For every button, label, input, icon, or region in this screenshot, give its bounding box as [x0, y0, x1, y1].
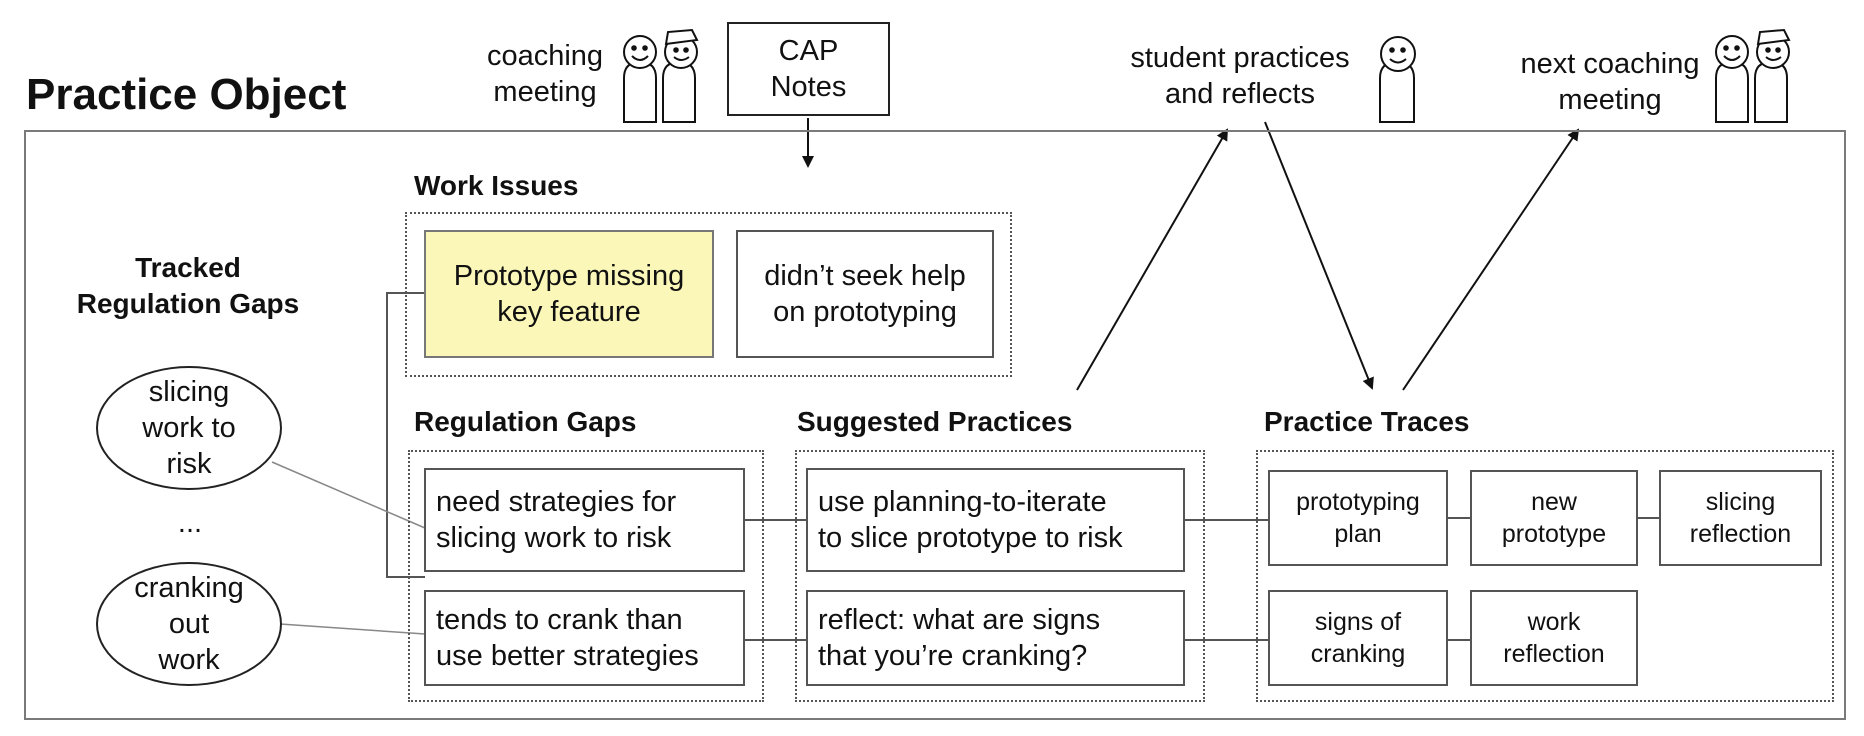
trace-slicing-reflection[interactable]: slicing reflection	[1659, 470, 1822, 566]
regulation-gap-line: need strategies for	[436, 486, 677, 518]
practicing-student-icon	[1379, 36, 1416, 123]
trace-prototyping-plan[interactable]: prototyping plan	[1268, 470, 1448, 566]
trace-line: prototyping	[1296, 488, 1420, 516]
suggested-practices-title: Suggested Practices	[797, 406, 1073, 437]
tracked-gap-line: slicing	[148, 376, 230, 408]
trace-line: slicing	[1705, 488, 1776, 516]
tracked-gap-line: work to	[142, 412, 236, 444]
tracked-gap-line: out	[168, 608, 210, 640]
suggested-practice-reflect[interactable]: reflect: what are signs that you’re cran…	[806, 590, 1185, 686]
coach-figure-icon	[623, 35, 657, 123]
to-traces-arrow	[1264, 121, 1374, 390]
next-coaching-line-2: meeting	[1558, 84, 1662, 116]
tracked-gap-line: cranking	[134, 572, 244, 604]
trace-line: reflection	[1689, 520, 1792, 548]
tracked-gap-line: work	[158, 644, 220, 676]
to-next-coaching-arrow	[1402, 128, 1580, 391]
cap-notes-box: CAP Notes	[727, 22, 890, 116]
coaching-meeting-label: coaching meeting	[470, 38, 620, 110]
trace-line: reflection	[1503, 640, 1605, 668]
suggested-practice-line: to slice prototype to risk	[818, 522, 1123, 554]
regulation-gaps-title: Regulation Gaps	[414, 406, 637, 437]
diagram-title: Practice Object	[26, 70, 347, 119]
trace-line: work	[1527, 608, 1581, 636]
trace-line: signs of	[1314, 608, 1402, 636]
trace-signs-of-cranking[interactable]: signs of cranking	[1268, 590, 1448, 686]
tracked-gaps-ellipsis: ...	[177, 507, 203, 539]
work-issue-no-help[interactable]: didn’t seek help on prototyping	[736, 230, 994, 358]
tracked-gap-slicing[interactable]: slicing work to risk	[96, 366, 282, 490]
next-coach-figure-icon	[1715, 35, 1749, 123]
practice-traces-group	[1256, 450, 1834, 702]
tracked-gap-line: risk	[166, 448, 212, 480]
coaching-meeting-line-2: meeting	[493, 76, 597, 108]
regulation-gap-line: use better strategies	[436, 640, 699, 672]
cap-notes-line-2: Notes	[770, 71, 847, 103]
work-issues-group	[405, 212, 1012, 377]
tracked-link-2	[279, 623, 426, 635]
student-practices-line-2: and reflects	[1165, 78, 1315, 110]
trace-new-prototype[interactable]: new prototype	[1470, 470, 1638, 566]
tracked-gaps-title: Tracked Regulation Gaps	[48, 250, 328, 322]
suggested-practices-group	[795, 450, 1205, 702]
regulation-gap-crank[interactable]: tends to crank than use better strategie…	[424, 590, 745, 686]
regulation-gap-strategies[interactable]: need strategies for slicing work to risk	[424, 468, 745, 572]
trace-work-reflection[interactable]: work reflection	[1470, 590, 1638, 686]
next-coaching-line-1: next coaching	[1520, 48, 1700, 80]
to-student-arrow	[1076, 128, 1228, 391]
student-practices-line-1: student practices	[1130, 42, 1350, 74]
suggested-practice-line: reflect: what are signs	[818, 604, 1101, 636]
work-issues-title: Work Issues	[414, 170, 579, 201]
next-student-figure-icon	[1754, 28, 1791, 123]
trace-line: prototype	[1501, 520, 1607, 548]
regulation-gap-line: tends to crank than	[436, 604, 683, 636]
work-issue-missing-feature[interactable]: Prototype missing key feature	[424, 230, 714, 358]
coaching-meeting-line-1: coaching	[486, 40, 604, 72]
tracked-gap-cranking[interactable]: cranking out work	[96, 562, 282, 686]
cap-notes-line-1: CAP	[778, 35, 839, 67]
practice-object-frame	[24, 130, 1846, 720]
work-issue-line: key feature	[497, 296, 641, 328]
trace-line: plan	[1334, 520, 1382, 548]
student-practices-label: student practices and reflects	[1110, 40, 1370, 112]
work-issue-line: Prototype missing	[453, 260, 685, 292]
regulation-gaps-group	[408, 450, 764, 702]
tracked-link-1	[271, 461, 426, 529]
trace-line: new	[1531, 488, 1577, 516]
suggested-practice-line: use planning-to-iterate	[818, 486, 1107, 518]
next-coaching-label: next coaching meeting	[1500, 46, 1720, 118]
suggested-practice-line: that you’re cranking?	[818, 640, 1088, 672]
work-issue-line: on prototyping	[773, 296, 957, 328]
regulation-gap-line: slicing work to risk	[436, 522, 672, 554]
work-issue-line: didn’t seek help	[764, 260, 966, 292]
tracked-title-line-2: Regulation Gaps	[76, 288, 300, 319]
trace-line: cranking	[1310, 640, 1406, 668]
tracked-title-line-1: Tracked	[135, 252, 241, 283]
practice-traces-title: Practice Traces	[1264, 406, 1470, 437]
suggested-practice-planning[interactable]: use planning-to-iterate to slice prototy…	[806, 468, 1185, 572]
student-figure-icon	[662, 28, 699, 123]
